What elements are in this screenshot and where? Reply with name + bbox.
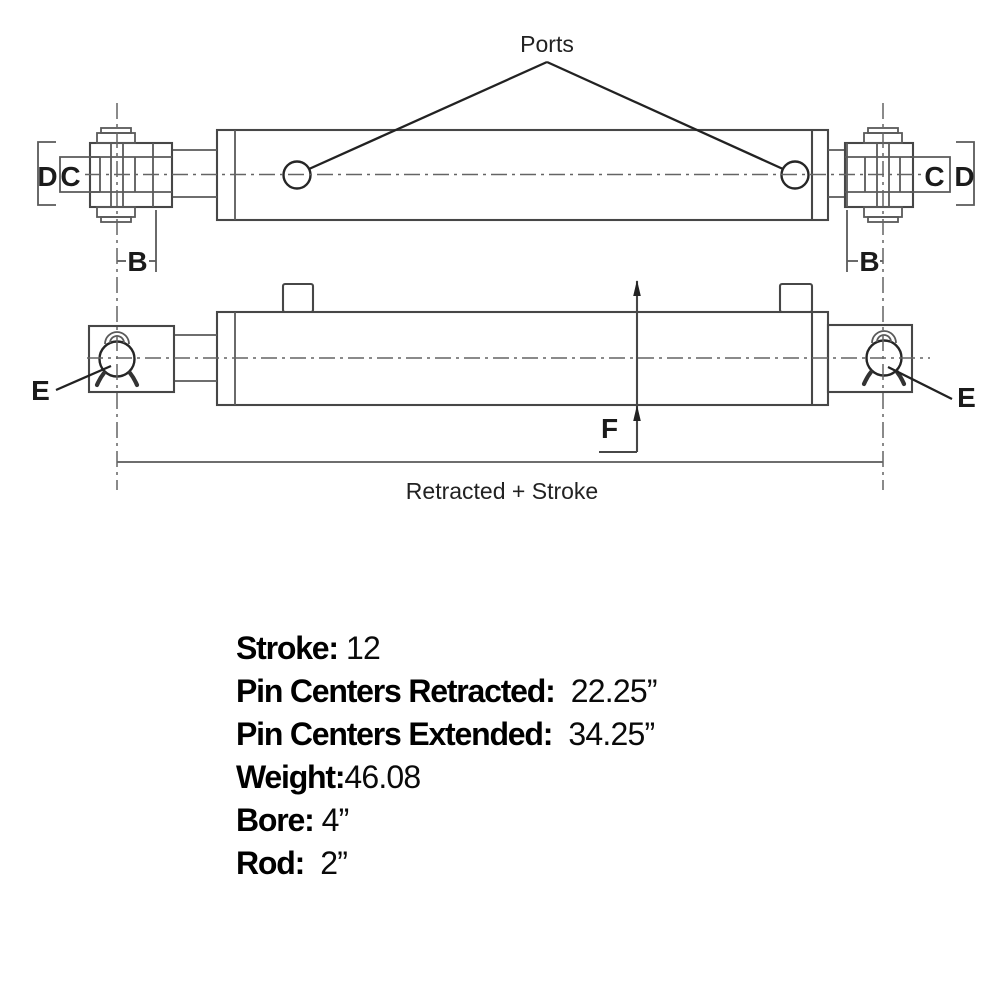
dim-label-e-left: E: [31, 375, 49, 406]
spec-pin-centers-extended-value: 34.25”: [552, 716, 655, 752]
spec-stroke-label: Stroke:: [236, 630, 339, 666]
dim-label-e-right: E: [957, 382, 975, 413]
spec-bore: Bore: 4”: [236, 799, 657, 842]
dim-label-b-left: B: [127, 246, 146, 277]
dim-label-c-left: C: [60, 161, 80, 192]
grease-fitting-right-outer: [871, 330, 897, 344]
tab-left-a: [94, 370, 107, 388]
dim-f-arrow-top: [633, 280, 641, 296]
clevis-left-boss-bottom: [96, 206, 136, 218]
dim-label-b-right: B: [859, 246, 878, 277]
dim-label-d-left: D: [37, 161, 57, 192]
grease-fitting-left-outer: [104, 331, 130, 345]
spec-pin-centers-extended: Pin Centers Extended: 34.25”: [236, 713, 657, 756]
cylinder-body-side: [215, 128, 830, 222]
dim-bracket-d-right: [956, 141, 975, 206]
spec-bore-value: 4”: [313, 802, 350, 838]
spec-rod: Rod: 2”: [236, 842, 657, 885]
spec-pin-centers-retracted: Pin Centers Retracted: 22.25”: [236, 670, 658, 713]
tab-right-a: [861, 369, 874, 387]
spec-stroke-value: 12: [337, 630, 381, 666]
bottom-view: E E F Retracted + Stroke: [31, 280, 976, 504]
dim-bracket-d-left: [37, 141, 56, 206]
spec-weight: Weight:46.08: [236, 756, 657, 799]
port-boss-right: [778, 282, 814, 314]
dim-f-arrow-bottom: [633, 405, 641, 421]
top-view: Ports D C C D B B: [37, 31, 975, 277]
mount-left: [87, 324, 176, 394]
tab-left-b: [127, 370, 140, 388]
spec-weight-value: 46.08: [344, 759, 421, 795]
spec-block: Stroke: 12 Pin Centers Retracted: 22.25”…: [236, 627, 658, 885]
clevis-left: [88, 127, 174, 223]
dim-label-f: F: [601, 413, 618, 444]
spec-pin-centers-extended-label: Pin Centers Extended:: [236, 716, 553, 752]
ports-leader-right: [546, 60, 784, 171]
port-boss-left: [281, 282, 315, 314]
clevis-left-boss-top-cap: [100, 127, 132, 134]
dim-label-d-right: D: [954, 161, 974, 192]
ports-leader-left: [308, 60, 548, 171]
spec-rod-value: 2”: [304, 845, 348, 881]
dim-bracket-c-right: [910, 156, 951, 193]
dim-label-c-right: C: [924, 161, 944, 192]
spec-stroke: Stroke: 12: [236, 627, 657, 670]
spec-bore-label: Bore:: [236, 802, 315, 838]
dim-label-retracted-stroke: Retracted + Stroke: [406, 478, 598, 504]
spec-pin-centers-retracted-value: 22.25”: [554, 673, 658, 709]
e-leader-right: [887, 365, 953, 401]
centerlines: [85, 103, 930, 490]
grease-fitting-right-inner: [876, 334, 892, 343]
spec-weight-label: Weight:: [236, 759, 346, 795]
e-leader-left: [55, 364, 112, 392]
spec-pin-centers-retracted-label: Pin Centers Retracted:: [236, 673, 556, 709]
clevis-left-boss-bottom-cap: [100, 216, 132, 223]
spec-rod-label: Rod:: [236, 845, 305, 881]
clevis-left-body: [88, 141, 174, 209]
clevis-left-boss-top: [96, 132, 136, 144]
ports-label: Ports: [520, 31, 574, 57]
dim-bracket-c-left: [59, 156, 100, 193]
